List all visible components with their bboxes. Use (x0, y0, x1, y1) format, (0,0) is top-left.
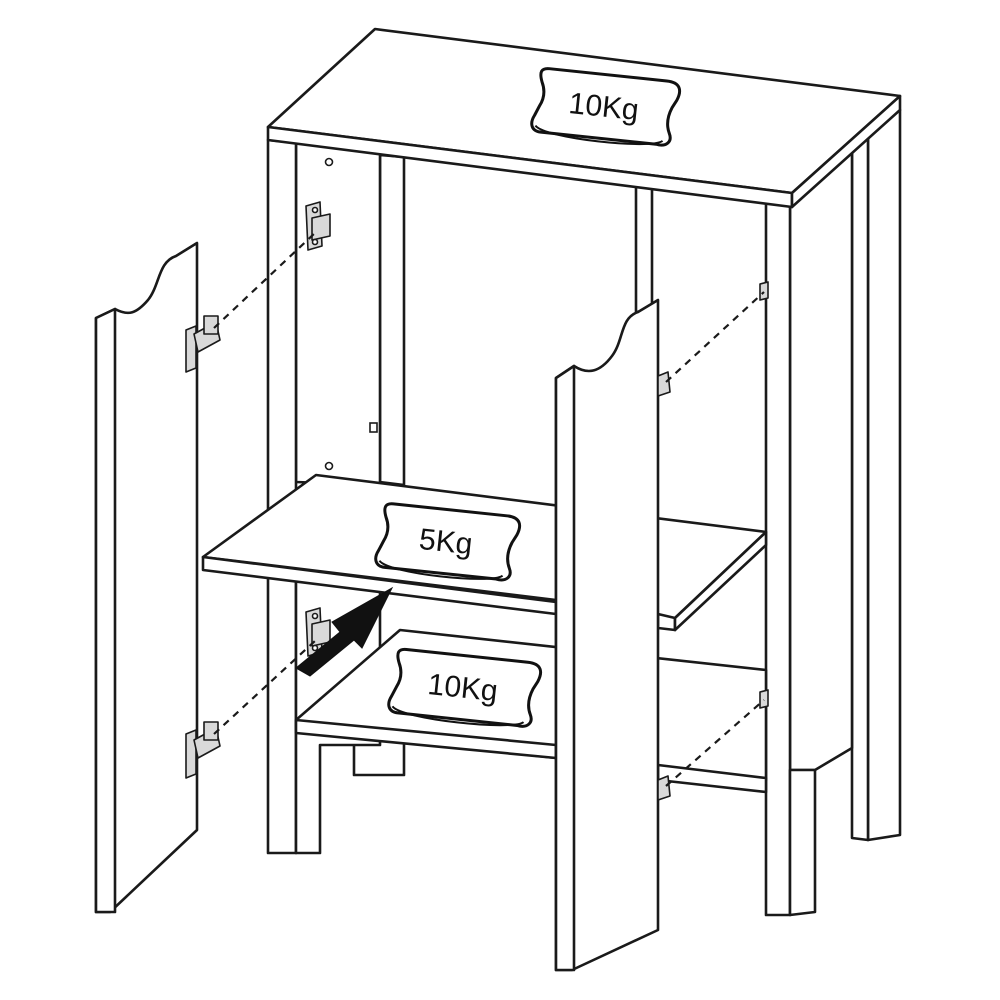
back-left-post (378, 153, 406, 487)
dashed-line-left-upper (213, 231, 317, 329)
left-door-hinge-upper (185, 315, 221, 373)
cabinet-hinge-plate-upper-right (759, 281, 769, 301)
load-label-bottom-shelf-text: 10Kg (426, 668, 499, 708)
right-door-hinge-upper (657, 371, 671, 397)
dashed-line-right-lower (665, 699, 765, 787)
load-label-middle-shelf-text: 5Kg (417, 523, 474, 561)
dashed-line-right-upper (665, 291, 765, 383)
load-label-middle-shelf: 5Kg (374, 502, 522, 582)
back-right-post (634, 183, 654, 314)
load-label-bottom-shelf: 10Kg (387, 647, 543, 728)
direction-arrow (295, 586, 394, 677)
cam-hole-top (324, 157, 334, 167)
alignment-lines (213, 231, 765, 787)
load-label-top: 10Kg (530, 67, 682, 147)
right-door (554, 298, 660, 972)
dashed-line-left-lower (213, 639, 317, 735)
load-label-top-text: 10Kg (567, 87, 640, 127)
left-door (94, 241, 199, 914)
cabinet-hinge-plate-upper-left (305, 201, 331, 251)
right-rear-leg (850, 108, 902, 842)
cabinet-hinge-plate-lower-left (305, 607, 331, 657)
right-side-panel (764, 148, 854, 917)
cam-hole-mid (324, 461, 334, 471)
shelf-pin (369, 422, 378, 433)
right-door-hinge-lower (657, 775, 671, 801)
left-door-hinge-lower (185, 721, 221, 779)
cabinet-hinge-plate-lower-right (759, 689, 769, 709)
